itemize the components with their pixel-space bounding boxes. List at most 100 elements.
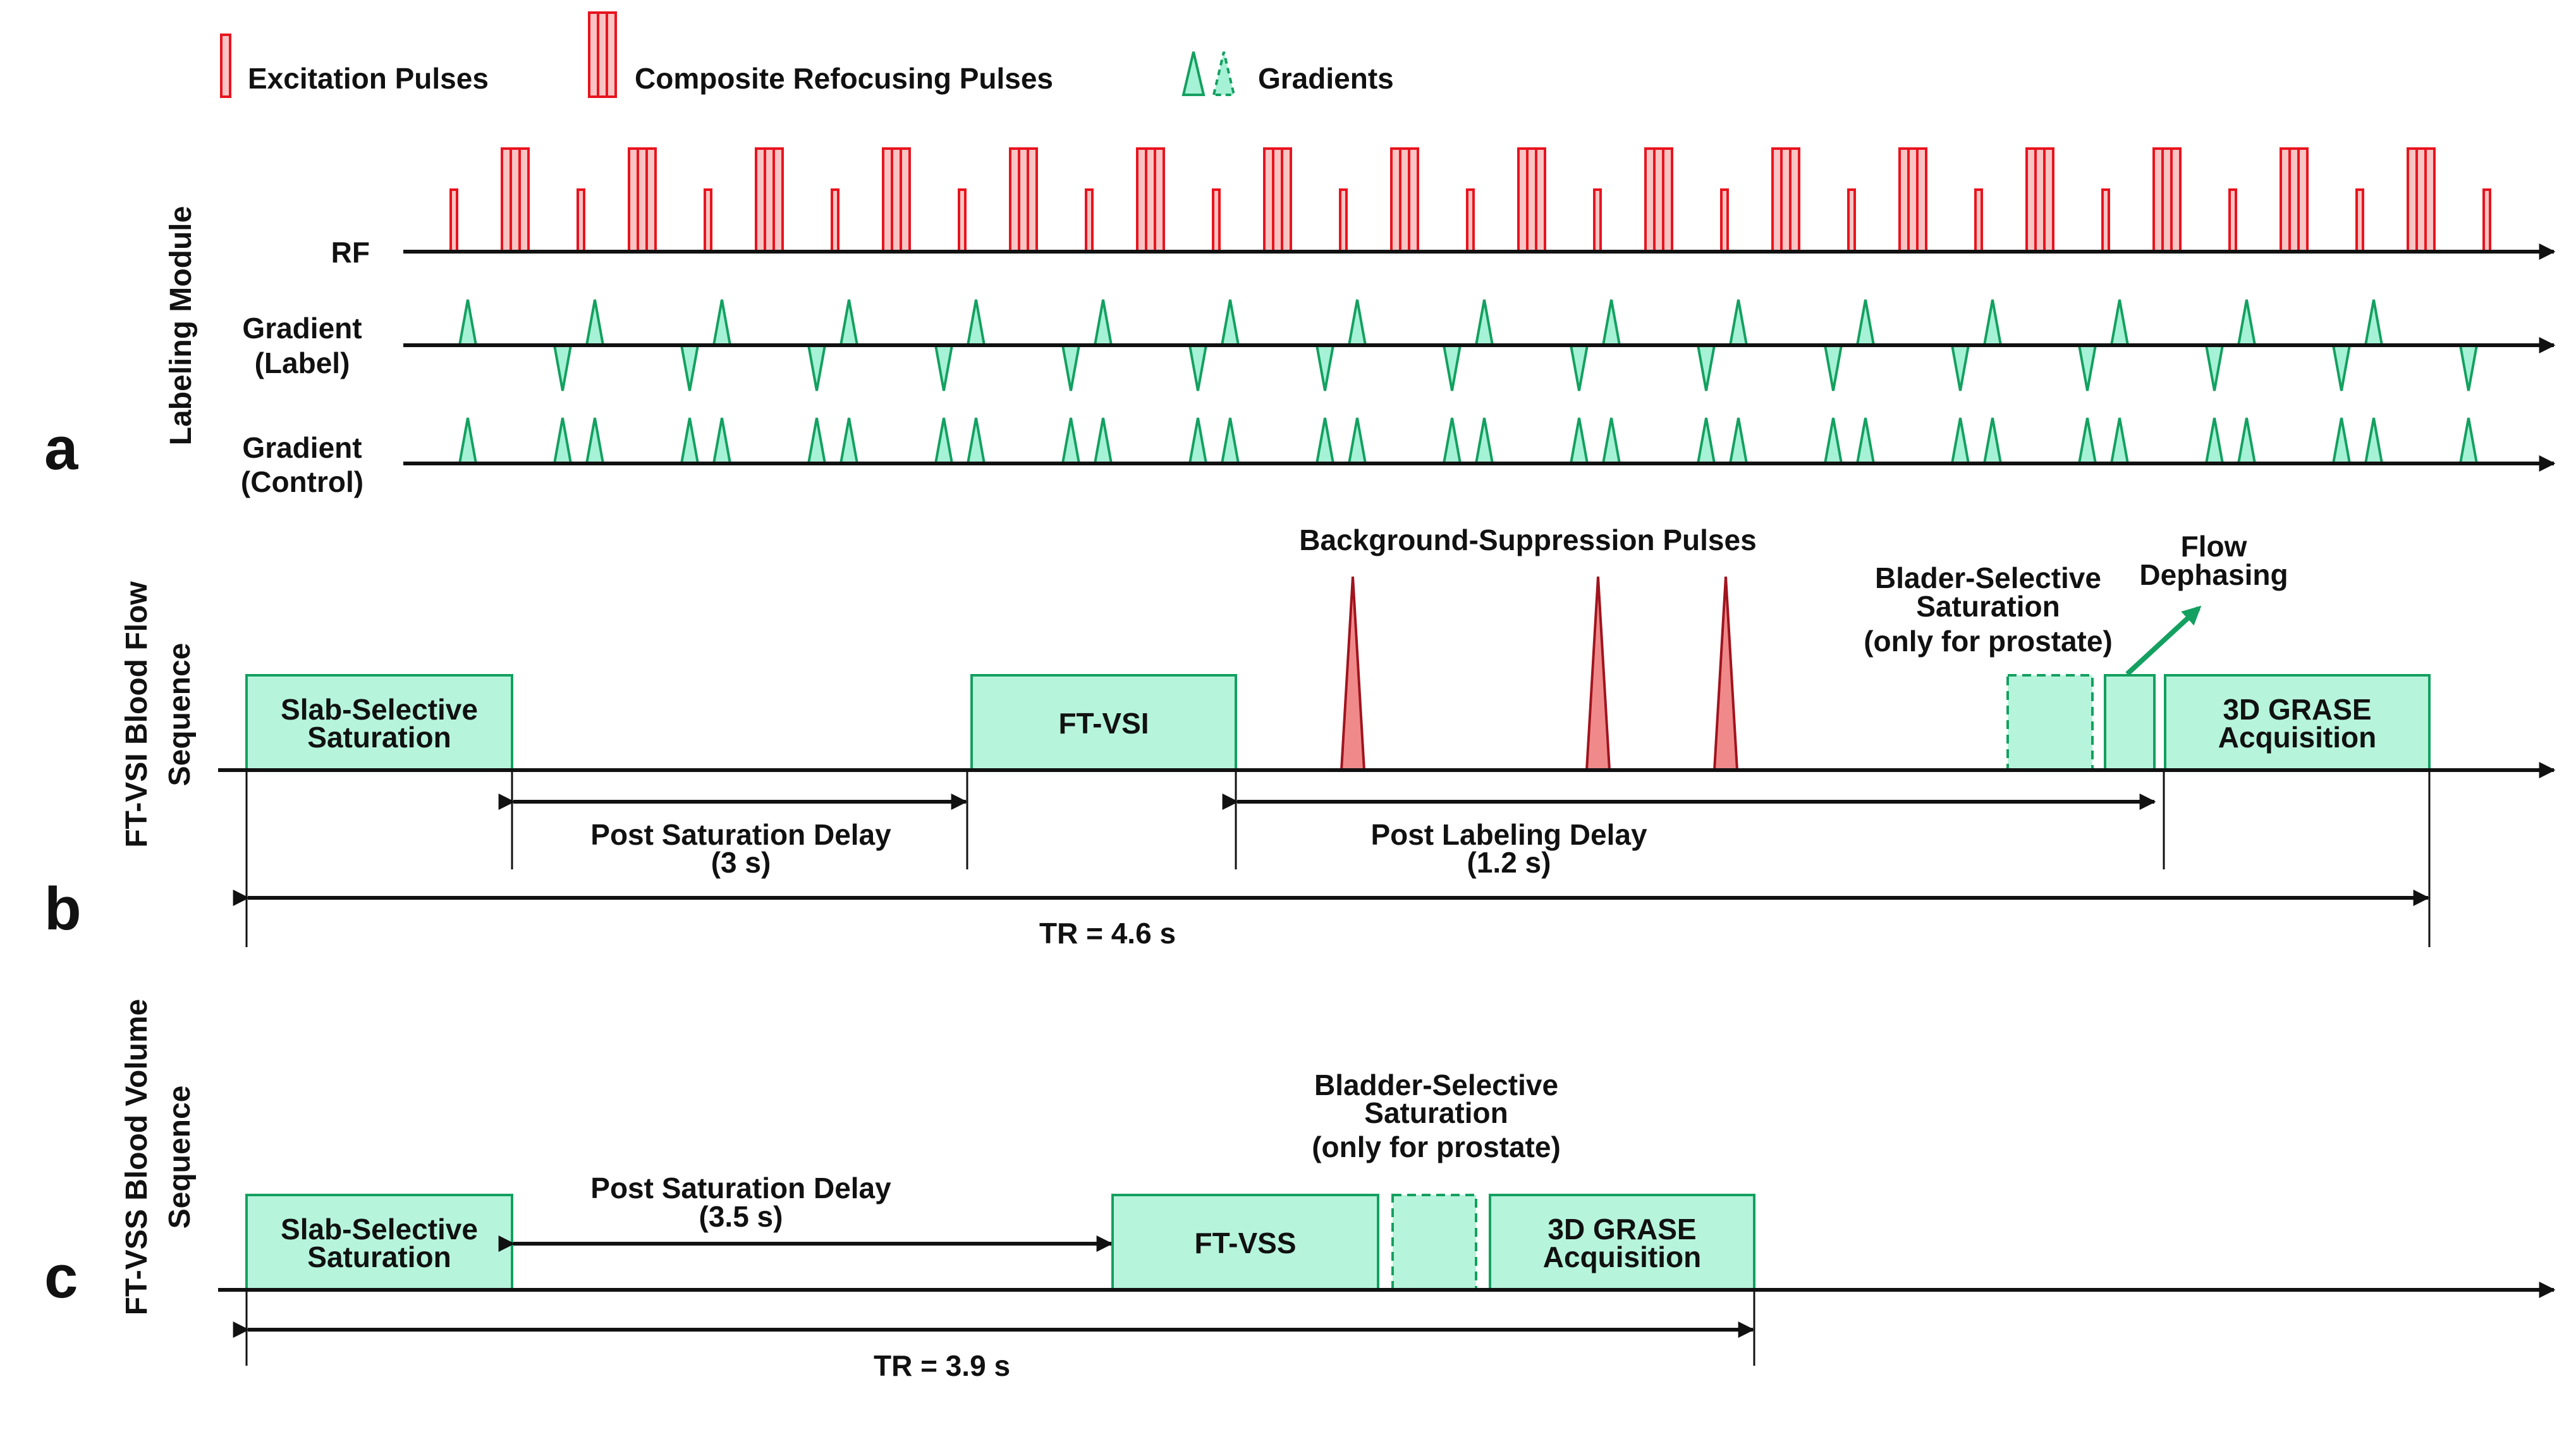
psd-c-label-2: (3.5 s) <box>699 1200 783 1233</box>
gradient-lobe-positive <box>1220 299 1240 346</box>
psd-label-2: (3 s) <box>711 846 771 879</box>
gradient-lobe-positive <box>458 299 478 346</box>
gradient-lobe-positive <box>1696 417 1716 465</box>
flow-dephasing-label-2: Dephasing <box>2139 558 2288 591</box>
gradient-lobe-negative <box>934 344 954 391</box>
excitation-pulse <box>958 188 967 253</box>
gradient-lobe-positive <box>1728 299 1749 346</box>
tr-b-label: TR = 4.6 s <box>1039 917 1176 950</box>
gradient-lobe-positive <box>1061 417 1081 465</box>
flow-dephasing-block <box>2104 674 2156 771</box>
composite-refocusing-pulse <box>1644 147 1673 253</box>
gradient-lobe-positive <box>1315 417 1335 465</box>
gradient-lobe-negative <box>1188 344 1208 391</box>
panel-a-letter: a <box>44 415 78 482</box>
gradient-lobe-positive <box>2237 299 2257 346</box>
excitation-pulse <box>2355 188 2364 253</box>
gradient-lobe-positive <box>2109 417 2130 465</box>
gradient-lobe-negative <box>1696 344 1716 391</box>
gradient-lobe-negative <box>2204 344 2225 391</box>
bladder-selective-saturation-block-c <box>1391 1194 1477 1291</box>
grase-acquisition-block <box>2164 674 2431 771</box>
ft-vsi-label: FT-VSI <box>1058 707 1149 740</box>
rf-pulses <box>449 147 2491 253</box>
background-suppression-pulse-2 <box>1585 576 1611 771</box>
slab-selective-saturation-block <box>245 674 513 771</box>
excitation-pulse <box>577 188 585 253</box>
gradient-lobe-positive <box>1601 417 1621 465</box>
gradient-lobe-positive <box>1728 417 1749 465</box>
composite-refocusing-pulse <box>2025 147 2054 253</box>
gradient-control-label-1: Gradient <box>242 431 362 464</box>
excitation-pulse <box>1085 188 1094 253</box>
gradient-lobe-positive <box>1347 417 1367 465</box>
panel-b-side-label-1: FT-VSI Blood Flow <box>120 581 154 848</box>
grase-c-label-1: 3D GRASE <box>1547 1213 1696 1246</box>
gradient-lobe-negative <box>680 344 700 391</box>
bladder-sat-label-2: Saturation <box>1916 590 2060 623</box>
legend-excitation-label: Excitation Pulses <box>248 62 489 95</box>
panel-b-letter: b <box>44 875 82 943</box>
legend-gradients-label: Gradients <box>1258 62 1394 95</box>
gradient-lobe-negative <box>1950 344 1970 391</box>
excitation-pulse <box>1593 188 1602 253</box>
gradient-lobe-positive <box>712 299 732 346</box>
grase-acquisition-block-c <box>1489 1194 1755 1291</box>
excitation-pulse <box>831 188 839 253</box>
gradient-lobe-positive <box>966 299 986 346</box>
panel-b-ticks <box>245 770 2431 947</box>
composite-refocusing-pulse <box>1390 147 1419 253</box>
composite-refocusing-pulse <box>1898 147 1927 253</box>
gradient-lobe-positive <box>712 417 732 465</box>
gradient-lobe-positive <box>966 417 986 465</box>
excitation-pulse <box>2228 188 2237 253</box>
gradient-control-lobes <box>458 417 2479 465</box>
gradient-lobe-positive <box>2204 417 2225 465</box>
bladder-sat-label-3: (only for prostate) <box>1864 625 2113 658</box>
gradient-lobe-positive <box>1442 417 1462 465</box>
gradient-lobe-positive <box>1474 299 1494 346</box>
flow-dephasing-arrow <box>2125 605 2202 676</box>
composite-refocusing-pulse <box>1009 147 1038 253</box>
gradient-lobe-positive <box>2237 417 2257 465</box>
panel-c-side-label-2: Sequence <box>163 1086 197 1229</box>
panel-c: c FT-VSS Blood Volume Sequence Slab-Sele… <box>44 999 2556 1382</box>
bladder-sat-label-1: Blader-Selective <box>1875 561 2101 594</box>
gradient-lobe-positive <box>2364 299 2384 346</box>
excitation-pulse <box>1847 188 1856 253</box>
legend-composite-label: Composite Refocusing Pulses <box>635 62 1053 95</box>
excitation-pulse <box>1974 188 1983 253</box>
gradient-lobe-positive <box>680 417 700 465</box>
background-suppression-pulse-1 <box>1340 576 1366 771</box>
composite-refocusing-pulse <box>755 147 784 253</box>
gradient-lobe-positive <box>1982 417 2003 465</box>
gradient-lobe-positive <box>807 417 827 465</box>
background-suppression-title: Background-Suppression Pulses <box>1299 524 1756 556</box>
gradient-lobe-negative <box>2077 344 2097 391</box>
gradient-lobe-positive <box>839 417 859 465</box>
gradient-lobe-positive <box>2109 299 2130 346</box>
slab-label-1: Slab-Selective <box>281 693 478 726</box>
legend: Excitation Pulses Composite Refocusing P… <box>220 11 1394 98</box>
panel-b-side-label-2: Sequence <box>163 643 197 787</box>
slab-label-2: Saturation <box>307 721 451 754</box>
gradient-control-label-2: (Control) <box>241 465 363 498</box>
ft-vss-label: FT-VSS <box>1194 1227 1296 1259</box>
panel-c-letter: c <box>44 1243 78 1311</box>
gradient-lobe-positive <box>1855 299 1876 346</box>
gradient-lobe-negative <box>1315 344 1335 391</box>
excitation-pulse <box>2101 188 2110 253</box>
composite-refocusing-pulse <box>2407 147 2436 253</box>
gradient-lobe-positive <box>2364 417 2384 465</box>
psd-c-label-1: Post Saturation Delay <box>590 1172 891 1204</box>
gradient-triangle-dashed-icon <box>1212 51 1236 96</box>
rf-label: RF <box>331 236 370 269</box>
gradient-lobe-positive <box>585 417 605 465</box>
gradient-lobe-positive <box>1474 417 1494 465</box>
excitation-pulse <box>1339 188 1348 253</box>
psd-label-1: Post Saturation Delay <box>590 818 891 851</box>
excitation-pulse <box>2482 188 2491 253</box>
gradient-lobe-positive <box>2077 417 2097 465</box>
gradient-lobe-positive <box>1601 299 1621 346</box>
gradient-lobe-positive <box>458 417 478 465</box>
